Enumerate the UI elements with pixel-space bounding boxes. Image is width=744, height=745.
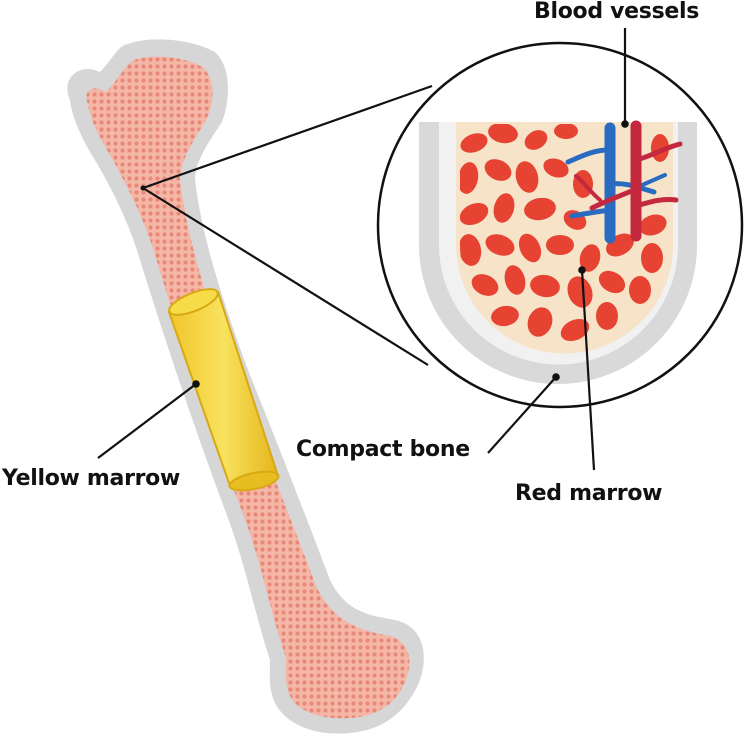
zoom-lines [142,84,433,366]
label-compact-bone: Compact bone [296,437,470,462]
femur-bone [67,39,424,734]
leader-compact-bone [487,376,557,454]
label-blood-vessels: Blood vessels [534,0,700,24]
leader-yellow-marrow [97,383,197,459]
leader-lines [97,28,627,471]
label-yellow-marrow: Yellow marrow [2,466,181,491]
leader-dots [192,120,629,388]
yellow-marrow-region [167,288,280,492]
leader-red-marrow [580,269,596,471]
label-red-marrow: Red marrow [515,481,663,506]
femur-spongy-bone [86,56,410,719]
zoom-origin-dot [140,185,146,191]
artery [574,120,683,242]
magnifier [376,41,744,409]
blood-vessels [565,120,683,244]
